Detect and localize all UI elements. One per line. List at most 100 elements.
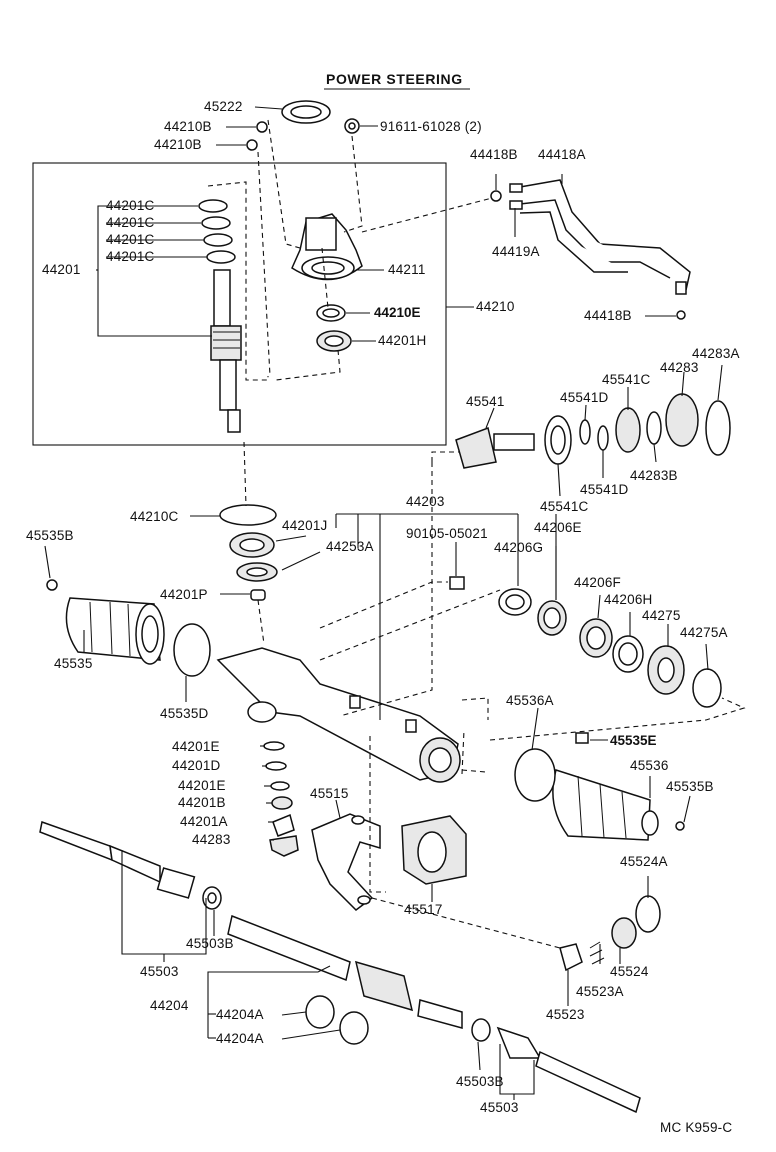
part-labels: 45222 44210B 44210B 91611-61028 (2) 4441…: [26, 99, 740, 1115]
bearing-shape: [229, 532, 278, 582]
part-label: 44203: [406, 494, 445, 509]
bolt-shape: [449, 576, 465, 590]
part-label: 45535B: [26, 528, 74, 543]
part-label: 44210E: [374, 305, 421, 320]
part-label: 45541D: [580, 482, 629, 497]
part-label: 45515: [310, 786, 349, 801]
leader-lines: [44, 106, 723, 1100]
part-label: 90105-05021: [406, 526, 488, 541]
figure-code: MC K959-C: [660, 1120, 732, 1135]
valve-assembly-frame: [32, 162, 447, 446]
part-label: 44201E: [172, 739, 220, 754]
steering-rack-shape: [227, 914, 463, 1045]
part-label: 44275A: [680, 625, 728, 640]
clip-shape: [675, 821, 685, 831]
clamp-shape: [173, 623, 211, 677]
part-label: 44201E: [178, 778, 226, 793]
part-label: 44201C: [106, 249, 155, 264]
dashed-assembly-lines: [207, 119, 746, 949]
union-bolt-shape: [490, 190, 502, 202]
part-label: 44210B: [154, 137, 202, 152]
tie-rod-shape: [39, 821, 222, 910]
clip-shape: [46, 579, 58, 591]
part-label: 44206H: [604, 592, 653, 607]
part-label: 44206G: [494, 540, 543, 555]
part-label: 44283: [192, 832, 231, 847]
part-label: 45541C: [540, 499, 589, 514]
part-label: 45524: [610, 964, 649, 979]
part-label: 45541D: [560, 390, 609, 405]
part-label: 45222: [204, 99, 243, 114]
part-label: 44253A: [326, 539, 374, 554]
part-label: 45536A: [506, 693, 554, 708]
seal-set-shape: [498, 588, 722, 708]
part-label: 45503B: [456, 1074, 504, 1089]
pinion-shape: [455, 393, 731, 469]
part-label: 44211: [388, 262, 426, 277]
part-label: 45517: [404, 902, 443, 917]
part-label: 44201C: [106, 198, 155, 213]
part-label: 44283: [660, 360, 699, 375]
part-label: 45524A: [620, 854, 668, 869]
valve-housing-shape: [291, 213, 363, 281]
part-label: 44204A: [216, 1031, 264, 1046]
part-label: 45541: [466, 394, 505, 409]
part-label: 45523A: [576, 984, 624, 999]
plug-shape: [250, 589, 266, 601]
part-label: 44206E: [534, 520, 582, 535]
part-label: 44283B: [630, 468, 678, 483]
bolt-shape: [246, 139, 258, 151]
part-label: 44201: [42, 262, 81, 277]
part-label: 44201C: [106, 215, 155, 230]
tie-rod-shape: [471, 1018, 641, 1114]
bolt-head-shape: [344, 118, 360, 134]
adjusting-parts-shape: [263, 741, 299, 857]
part-label: 44201P: [160, 587, 208, 602]
part-label: 44210: [476, 299, 515, 314]
part-label: 45503: [140, 964, 179, 979]
part-label: 45523: [546, 1007, 585, 1022]
bolt-shape: [575, 732, 589, 744]
part-label: 91611-61028 (2): [380, 119, 482, 134]
part-label: 44418A: [538, 147, 586, 162]
control-valve-shaft-shape: [210, 269, 242, 433]
part-label: 45503B: [186, 936, 234, 951]
part-label: 44204: [150, 998, 189, 1013]
part-label: 45536: [630, 758, 669, 773]
part-label: 45541C: [602, 372, 651, 387]
boot-shape: [552, 769, 659, 841]
pressure-tube-shape: [509, 179, 691, 295]
part-label: 44418B: [470, 147, 518, 162]
part-label: 44201H: [378, 333, 427, 348]
part-label: 44275: [642, 608, 681, 623]
rack-housing-shape: [216, 647, 461, 783]
clamp-shape: [514, 748, 556, 802]
seal-ring-shape: [281, 100, 331, 124]
union-bolt-shape: [676, 310, 686, 320]
part-label: 44204A: [216, 1007, 264, 1022]
part-label: 45503: [480, 1100, 519, 1115]
part-label: 44201C: [106, 232, 155, 247]
part-label: 44201D: [172, 758, 221, 773]
o-ring-stack-shape: [198, 199, 236, 264]
bearing-shape: [316, 304, 352, 352]
part-label: 44210B: [164, 119, 212, 134]
part-label: 44283A: [692, 346, 740, 361]
rack-end-parts-shape: [559, 895, 661, 972]
boot-shape: [65, 597, 165, 665]
o-ring-shape: [219, 504, 277, 526]
part-label: 44210C: [130, 509, 179, 524]
part-label: 44418B: [584, 308, 632, 323]
part-label: 45535B: [666, 779, 714, 794]
part-label: 45535E: [610, 733, 657, 748]
part-label: 44201A: [180, 814, 228, 829]
part-label: 44201B: [178, 795, 226, 810]
part-label: 44419A: [492, 244, 540, 259]
part-label: 45535: [54, 656, 93, 671]
part-label: 45535D: [160, 706, 209, 721]
bolt-shape: [256, 121, 268, 133]
diagram-title: POWER STEERING: [326, 71, 463, 87]
part-label: 44206F: [574, 575, 621, 590]
part-label: 44201J: [282, 518, 328, 533]
